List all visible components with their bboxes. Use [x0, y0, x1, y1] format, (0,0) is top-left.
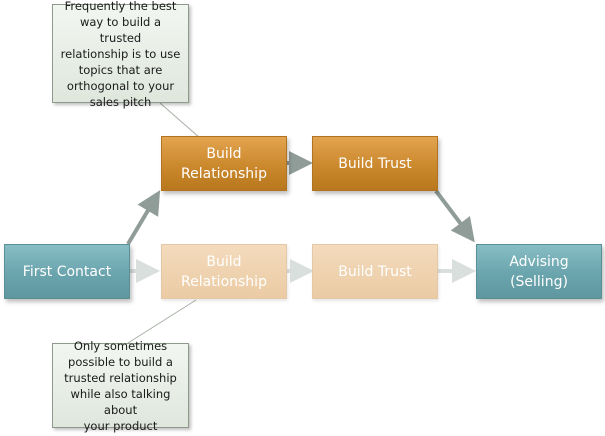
node-label: Build Trust — [338, 155, 412, 172]
node-build-trust-bottom: Build Trust — [312, 244, 438, 299]
callout-top-text: Frequently the best way to build a trust… — [59, 0, 182, 110]
callout-top-line: orthogonal to your — [66, 78, 175, 93]
node-label: Relationship — [181, 165, 267, 182]
callout-bottom-pointer — [127, 299, 197, 344]
node-label: (Selling) — [510, 273, 568, 290]
callout-bottom-line: Only sometimes — [73, 338, 168, 353]
callout-bottom-line: trusted relationship — [64, 370, 177, 385]
node-advising: Advising (Selling) — [476, 244, 602, 299]
node-label: Build — [206, 145, 242, 162]
callout-top-line: topics that are — [78, 62, 163, 77]
callout-top: Frequently the best way to build a trust… — [52, 0, 189, 109]
callout-top-line: relationship is to use — [60, 46, 181, 61]
node-build-trust-top: Build Trust — [312, 136, 438, 191]
callout-top-pointer — [159, 102, 201, 139]
node-build-relationship-bottom: Build Relationship — [161, 244, 287, 299]
arrow-build-trust-top-to-advising — [434, 189, 475, 243]
node-label: Relationship — [181, 273, 267, 290]
callout-bottom-line: your product — [83, 418, 158, 433]
callout-bottom-line: while also talking about — [70, 386, 171, 417]
callout-top-line: Frequently the best — [64, 0, 177, 13]
node-label: Advising — [509, 253, 569, 270]
callout-bottom-line: possible to build a — [68, 354, 173, 369]
arrow-first-contact-to-build-relationship-top — [126, 190, 161, 246]
callout-top-line: sales pitch — [89, 94, 152, 109]
node-build-relationship-top: Build Relationship — [161, 136, 287, 191]
node-first-contact: First Contact — [4, 244, 130, 299]
node-label: First Contact — [22, 263, 112, 280]
callout-bottom-text: Only sometimes possible to build a trust… — [59, 338, 182, 434]
callout-top-line: way to build a trusted — [79, 14, 162, 45]
node-label: Build — [206, 253, 242, 270]
callout-bottom: Only sometimes possible to build a trust… — [52, 339, 189, 433]
node-label: Build Trust — [338, 263, 412, 280]
